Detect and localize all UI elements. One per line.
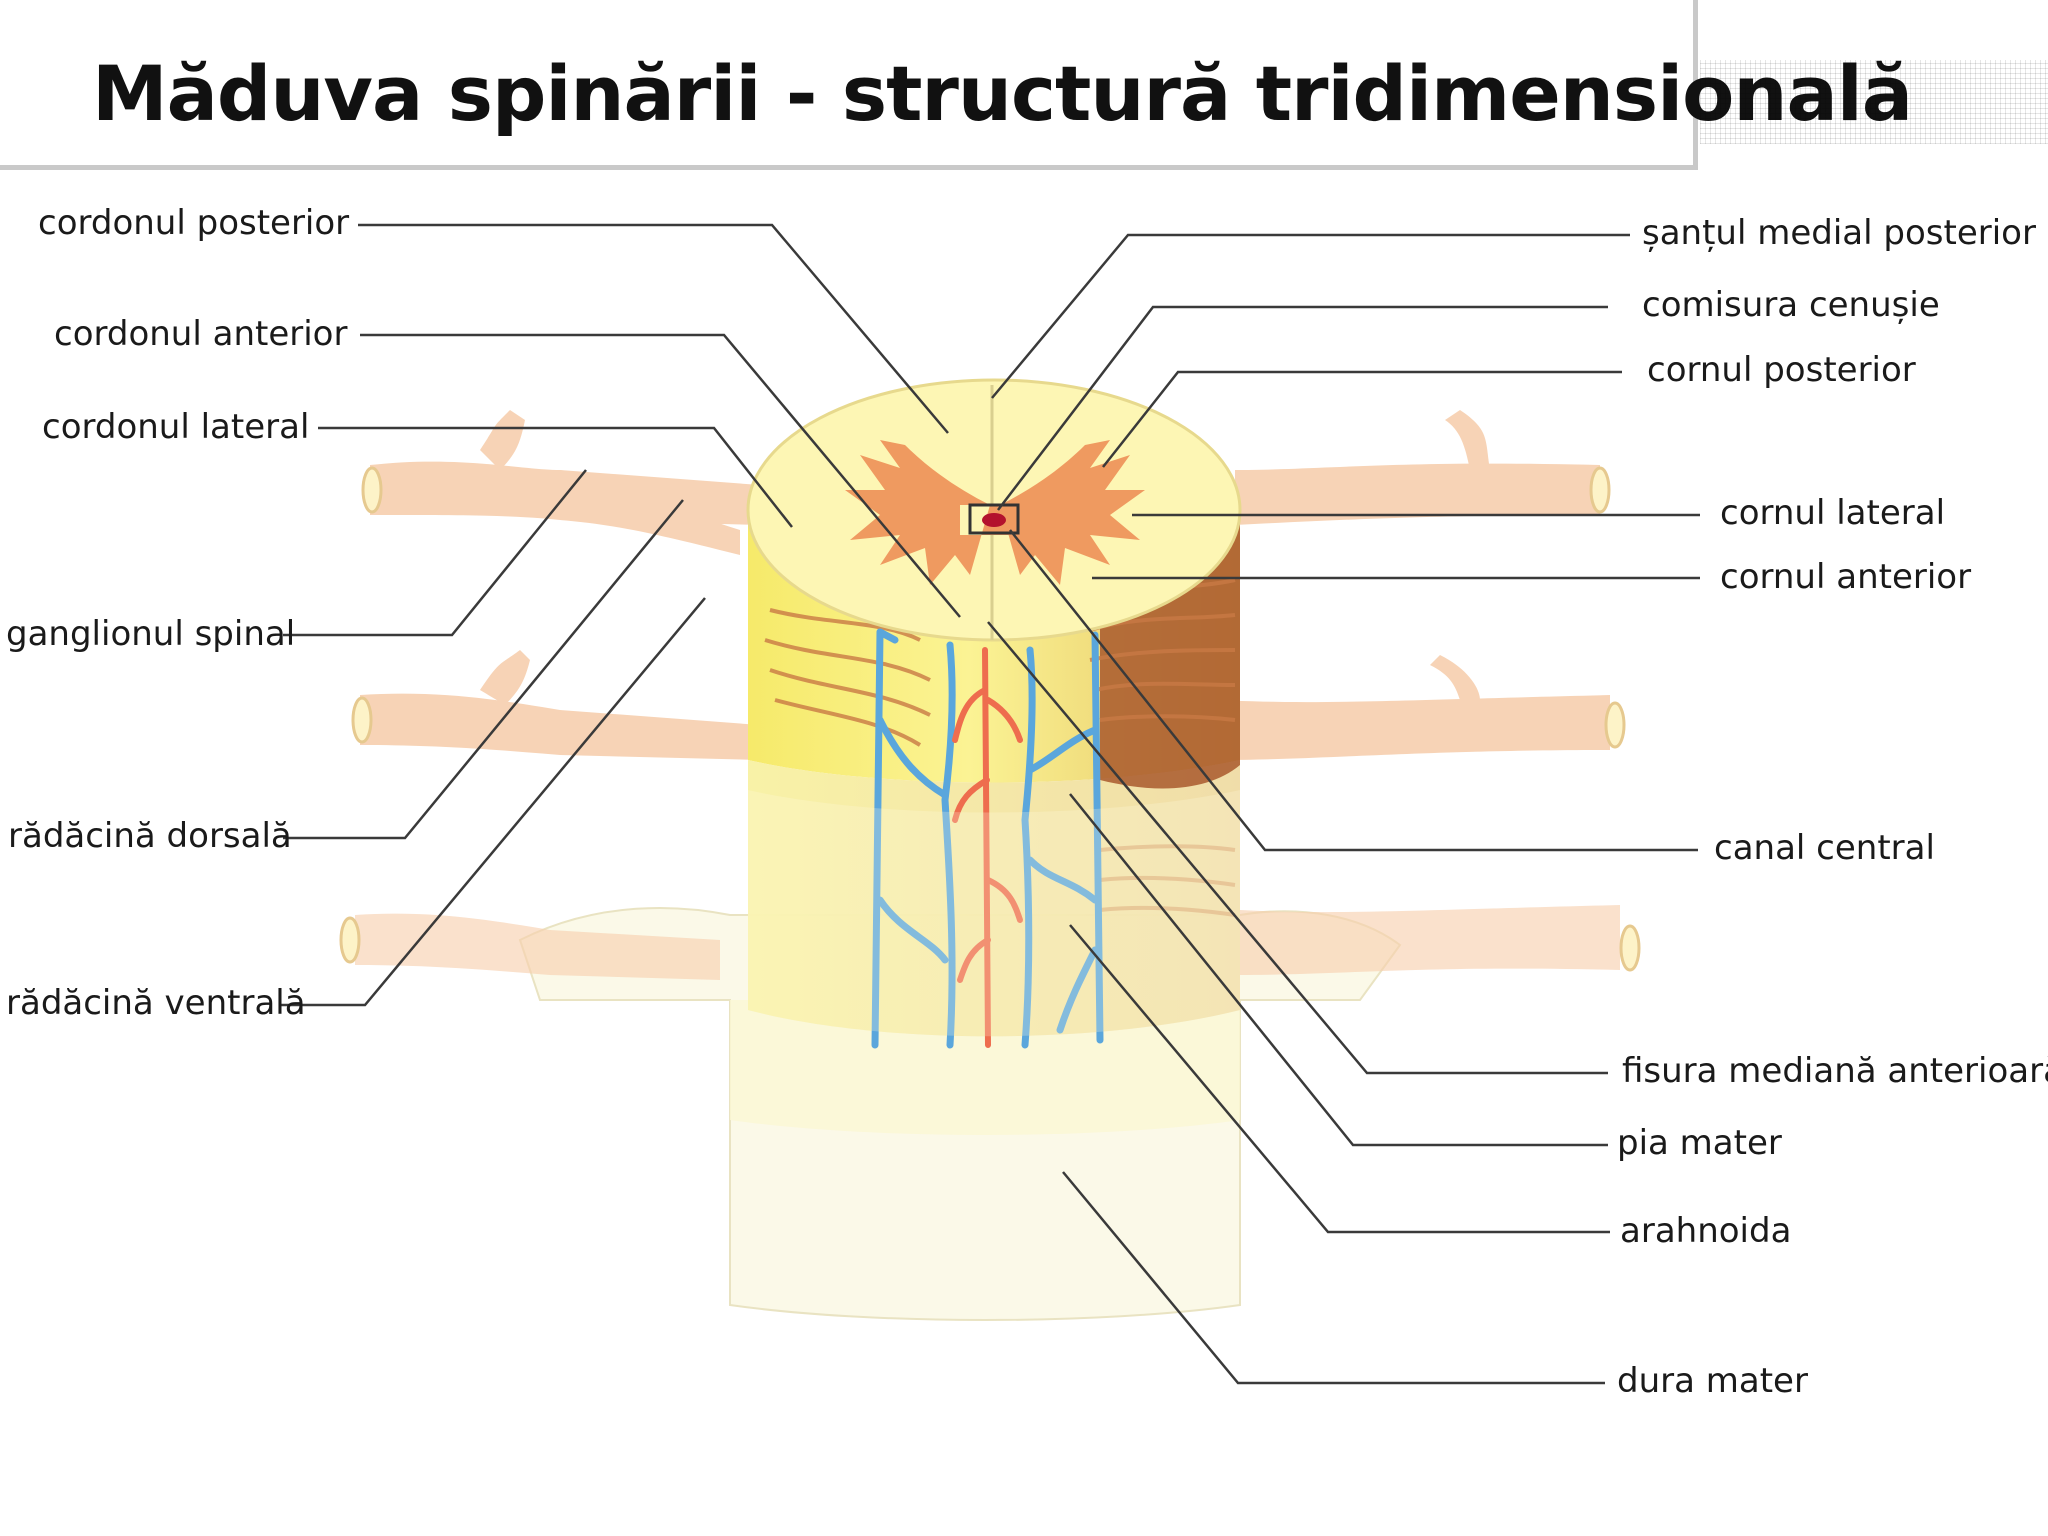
leader-comisura-cenusie — [997, 305, 1608, 511]
label-canal-central: canal central — [1714, 828, 1935, 868]
leader-cordonul-anterior — [360, 333, 961, 618]
label-comisura-cenusie: comisura cenușie — [1642, 285, 1940, 325]
leader-ganglionul-spinal — [283, 469, 587, 637]
leader-cordonul-posterior — [358, 223, 949, 434]
leader-pia-mater — [1069, 793, 1608, 1147]
arachnoid-band — [730, 1000, 1240, 1135]
leader-arahnoida — [1069, 924, 1610, 1234]
title-bar: Măduva spinării - structură tridimension… — [0, 0, 1913, 170]
label-santul-medial-posterior: șanțul medial posterior — [1642, 213, 2036, 253]
blood-vessels-arteries — [952, 647, 1023, 1048]
label-cornul-lateral: cornul lateral — [1720, 493, 1946, 533]
nerve-roots-left-ends — [339, 466, 383, 964]
central-canal-box — [968, 503, 1020, 535]
label-cornul-posterior: cornul posterior — [1647, 350, 1916, 390]
nerve-roots-right — [1220, 410, 1620, 975]
blood-vessels-veins — [871, 628, 1104, 1049]
leader-dura-mater — [1062, 1171, 1605, 1385]
leader-lines — [280, 223, 1700, 1385]
leader-radacina-ventrala — [280, 597, 706, 1007]
title-pattern-decoration — [1700, 60, 2048, 144]
label-fisura-mediana-anterioara: fisura mediană anterioară — [1622, 1051, 2048, 1091]
label-radacina-dorsala: rădăcină dorsală — [8, 816, 292, 856]
label-cordonul-lateral: cordonul lateral — [42, 407, 310, 447]
grey-matter — [845, 440, 1145, 585]
nerve-roots-left — [355, 410, 760, 980]
central-canal — [982, 513, 1006, 527]
page-title: Măduva spinării - structură tridimension… — [92, 49, 1913, 138]
label-cordonul-anterior: cordonul anterior — [54, 314, 348, 354]
label-arahnoida: arahnoida — [1620, 1211, 1792, 1251]
label-cordonul-posterior: cordonul posterior — [38, 203, 350, 243]
leader-santul-medial-posterior — [991, 233, 1630, 399]
label-pia-mater: pia mater — [1617, 1123, 1782, 1163]
leader-fisura-mediana-anterioara — [987, 621, 1608, 1075]
nerve-roots-right-ends — [1589, 466, 1641, 972]
label-ganglionul-spinal: ganglionul spinal — [6, 614, 296, 654]
cord-lower-body — [748, 760, 1240, 1037]
leader-cornul-posterior — [1102, 370, 1622, 468]
leader-radacina-dorsala — [283, 499, 684, 840]
leader-cordonul-lateral — [318, 426, 793, 528]
label-radacina-ventrala: rădăcină ventrală — [6, 983, 306, 1023]
leader-canal-central — [1009, 529, 1698, 852]
label-dura-mater: dura mater — [1617, 1361, 1808, 1401]
label-cornul-anterior: cornul anterior — [1720, 557, 1972, 597]
